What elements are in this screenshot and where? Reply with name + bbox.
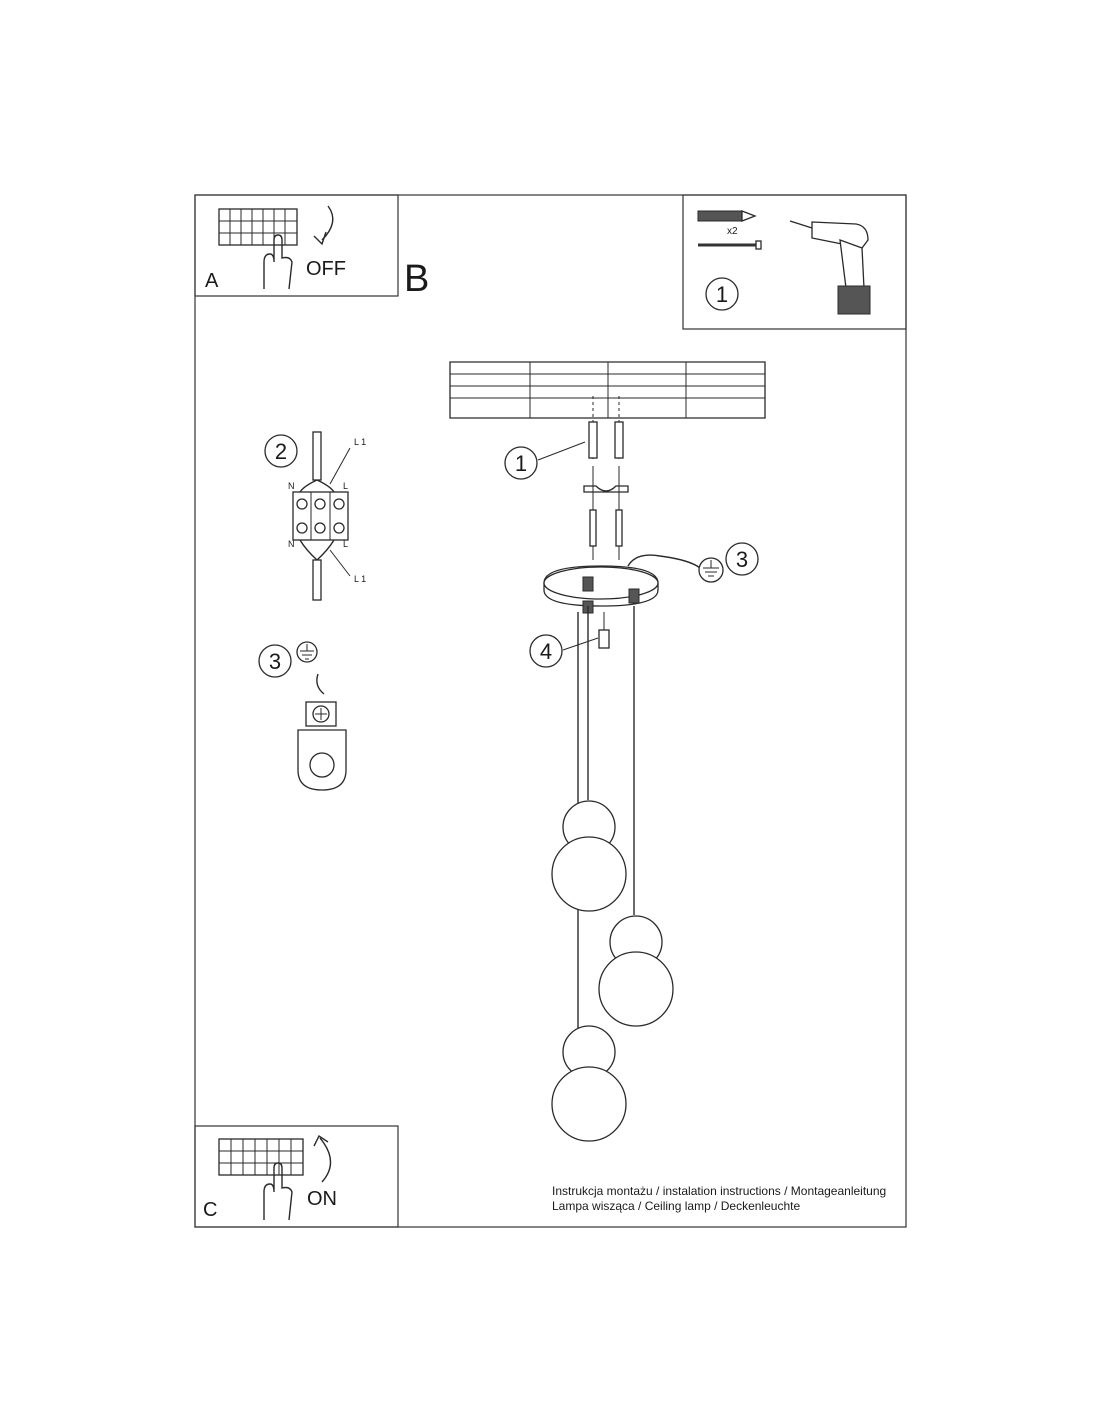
arrow-up-icon bbox=[319, 1137, 332, 1183]
off-label: OFF bbox=[306, 258, 346, 280]
terminal-block bbox=[292, 491, 349, 541]
wire-l-bottom: L bbox=[343, 539, 348, 549]
svg-text:3: 3 bbox=[269, 649, 281, 674]
pendant-globe-3 bbox=[551, 1025, 627, 1142]
panel-c-label: C bbox=[203, 1199, 217, 1221]
mounting-bracket bbox=[583, 466, 629, 560]
footer-instructions: Instrukcja montażu / instalation instruc… bbox=[552, 1184, 886, 1198]
panel-b-label: B bbox=[404, 258, 429, 300]
ground-detail: 3 bbox=[258, 641, 347, 791]
footer-product: Lampa wisząca / Ceiling lamp / Deckenleu… bbox=[552, 1199, 800, 1213]
pendant-globe-1 bbox=[551, 800, 627, 912]
wire-l1-bottom: L 1 bbox=[354, 574, 366, 584]
hand-icon bbox=[263, 1162, 293, 1221]
sheet-frame bbox=[194, 194, 907, 1228]
svg-text:3: 3 bbox=[736, 547, 748, 572]
svg-text:4: 4 bbox=[540, 639, 552, 664]
svg-text:1: 1 bbox=[716, 282, 728, 307]
hand-icon bbox=[263, 234, 293, 290]
panel-c-power-on: C ON bbox=[194, 1125, 399, 1228]
lamp-canopy bbox=[543, 565, 659, 614]
ceiling-illustration bbox=[449, 361, 766, 419]
wire-l1-top: L 1 bbox=[354, 437, 366, 447]
drill-icon bbox=[789, 220, 871, 315]
step-1-badge: 1 bbox=[705, 277, 739, 311]
wall-plug-icon bbox=[697, 210, 757, 222]
pendant-globe-2 bbox=[598, 915, 674, 1027]
ground-symbol-icon bbox=[296, 641, 318, 663]
callout-1: 1 bbox=[504, 441, 586, 480]
wire-n-top: N bbox=[288, 481, 295, 491]
callout-4: 4 bbox=[529, 612, 610, 668]
wire-n-bottom: N bbox=[288, 539, 295, 549]
fuse-box-icon bbox=[218, 208, 298, 246]
quantity-label: x2 bbox=[727, 226, 738, 237]
callout-2: 2 bbox=[264, 434, 298, 468]
anchor-screws bbox=[588, 396, 624, 460]
callout-3: 3 bbox=[627, 542, 759, 583]
on-label: ON bbox=[307, 1188, 337, 1210]
callout-3-detail: 3 bbox=[258, 644, 292, 678]
parts-box: x2 1 bbox=[682, 194, 907, 330]
panel-a-power-off: A OFF bbox=[194, 194, 399, 297]
svg-text:1: 1 bbox=[515, 451, 527, 476]
screw-icon bbox=[698, 240, 762, 250]
wiring-detail: 2 N L N L L 1 L 1 bbox=[264, 431, 366, 601]
arrow-down-icon bbox=[321, 205, 334, 241]
fuse-box-icon bbox=[218, 1138, 304, 1176]
panel-a-label: A bbox=[205, 270, 219, 292]
wire-l-top: L bbox=[343, 481, 348, 491]
svg-text:2: 2 bbox=[275, 439, 287, 464]
